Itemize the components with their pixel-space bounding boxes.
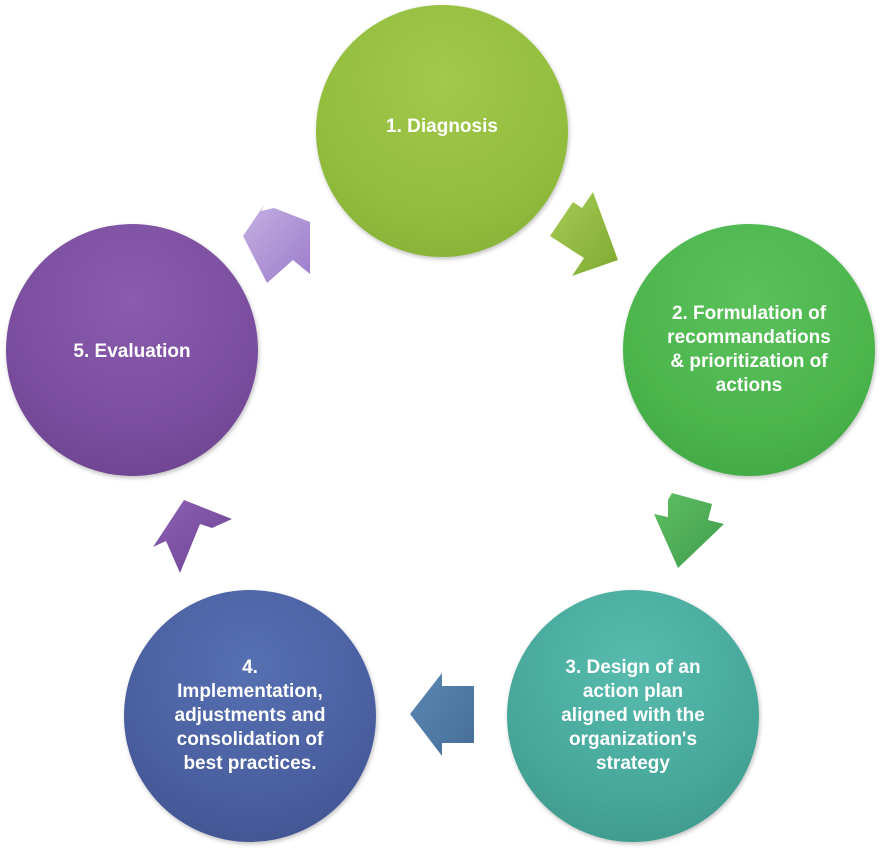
arrow-shape-2-to-3 xyxy=(654,493,724,568)
arrow-shape-3-to-4 xyxy=(410,673,474,756)
step-1-label: 1. Diagnosis xyxy=(386,116,498,137)
step-4-label: 4. Implementation, adjustments and conso… xyxy=(174,657,326,774)
arrow-shape-4-to-5 xyxy=(153,500,232,573)
step-1-circle: 1. Diagnosis xyxy=(316,5,568,257)
step-5-circle: 5. Evaluation xyxy=(6,224,258,476)
arrow-shape-5-to-1 xyxy=(243,205,310,283)
step-5-label: 5. Evaluation xyxy=(73,341,191,362)
step-4-circle: 4. Implementation, adjustments and conso… xyxy=(124,590,376,842)
step-3-circle: 3. Design of an action plan aligned with… xyxy=(507,590,759,842)
step-3-label: 3. Design of an action plan aligned with… xyxy=(561,657,705,774)
arrow-shape-1-to-2 xyxy=(550,192,618,276)
step-2-circle: 2. Formulation of recommandations & prio… xyxy=(623,224,875,476)
step-2-label: 2. Formulation of recommandations & prio… xyxy=(667,303,831,396)
